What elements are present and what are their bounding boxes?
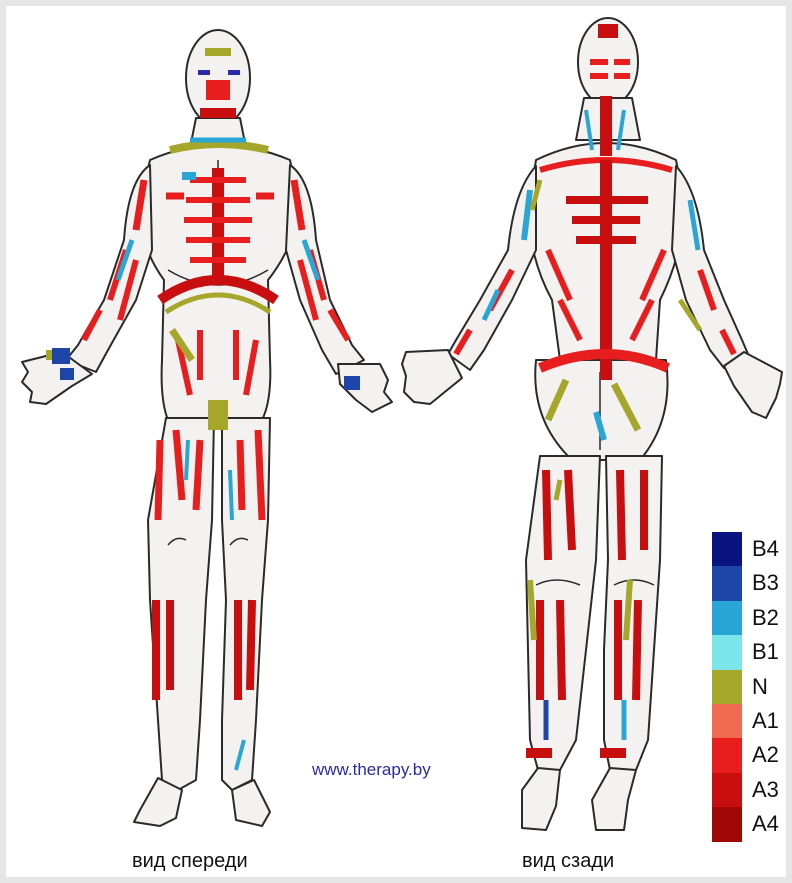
legend-swatch	[712, 807, 742, 841]
legend-item: B1	[712, 635, 792, 669]
caption-front-view: вид спереди	[132, 850, 248, 873]
legend-label: B3	[752, 570, 779, 596]
legend-item: A4	[712, 807, 792, 841]
legend-label: A4	[752, 811, 779, 837]
legend-swatch	[712, 738, 742, 772]
legend-label: A2	[752, 742, 779, 768]
legend-swatch	[712, 532, 742, 566]
legend-item: A2	[712, 738, 792, 772]
legend-item: N	[712, 670, 792, 704]
legend-swatch	[712, 566, 742, 600]
legend-label: N	[752, 674, 768, 700]
website-url: www.therapy.by	[312, 760, 431, 780]
legend-item: A3	[712, 773, 792, 807]
legend-label: B2	[752, 605, 779, 631]
caption-back-view: вид сзади	[522, 850, 614, 873]
legend-label: A1	[752, 708, 779, 734]
legend-item: B2	[712, 601, 792, 635]
color-legend: B4B3B2B1N A1A2A3A4	[712, 532, 792, 842]
legend-item: A1	[712, 704, 792, 738]
legend-swatch	[712, 635, 742, 669]
legend-item: B3	[712, 566, 792, 600]
legend-swatch	[712, 670, 742, 704]
legend-swatch	[712, 773, 742, 807]
front-figure	[22, 30, 392, 826]
legend-label: B4	[752, 536, 779, 562]
legend-item: B4	[712, 532, 792, 566]
legend-label: A3	[752, 777, 779, 803]
legend-label: B1	[752, 639, 779, 665]
legend-swatch	[712, 704, 742, 738]
legend-swatch	[712, 601, 742, 635]
